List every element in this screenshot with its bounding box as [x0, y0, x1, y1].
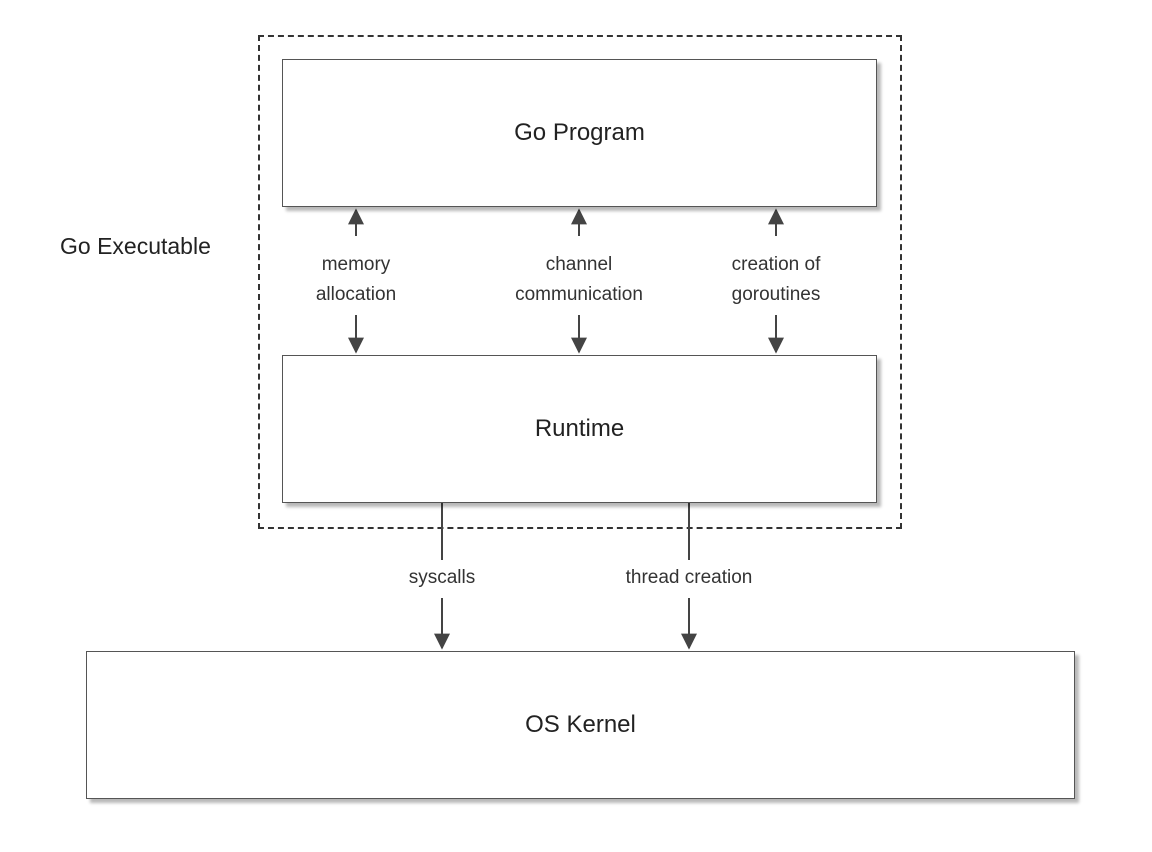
syscalls-label: syscalls — [408, 567, 476, 588]
channel-line1: channel — [545, 254, 613, 275]
channel-communication-label: channel communication — [489, 250, 669, 310]
go-executable-boundary — [258, 35, 902, 529]
goroutines-line2: goroutines — [731, 284, 821, 305]
thread-creation-label: thread creation — [625, 567, 753, 588]
runtime-label: Runtime — [534, 415, 625, 442]
go-executable-label: Go Executable — [60, 233, 211, 259]
os-kernel-label: OS Kernel — [525, 711, 636, 738]
go-program-box: Go Program — [282, 59, 877, 207]
memory-allocation-label: memory allocation — [276, 250, 436, 310]
runtime-box: Runtime — [282, 355, 877, 503]
memory-line2: allocation — [315, 284, 397, 305]
channel-line2: communication — [515, 284, 643, 305]
go-program-label: Go Program — [514, 119, 645, 146]
creation-of-goroutines-label: creation of goroutines — [696, 250, 856, 310]
os-kernel-box: OS Kernel — [86, 651, 1075, 799]
memory-line1: memory — [321, 254, 391, 275]
goroutines-line1: creation of — [731, 254, 821, 275]
